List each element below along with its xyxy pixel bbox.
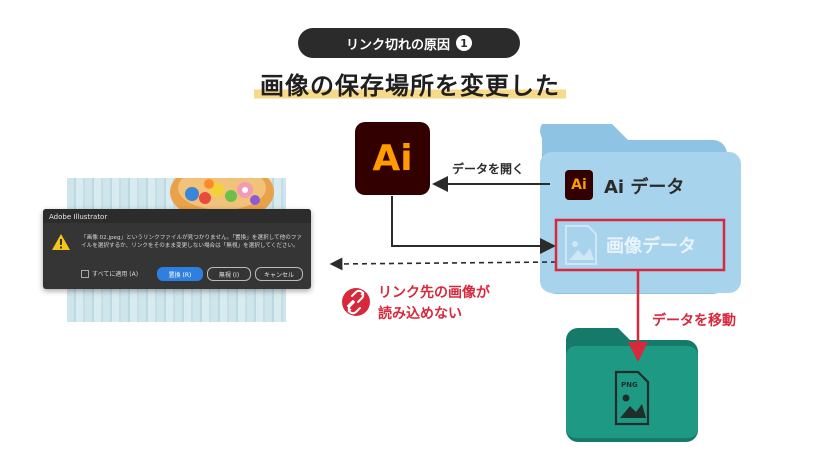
cancel-button[interactable]: キャンセル xyxy=(255,267,303,281)
checkbox-label: すべてに適用 (A) xyxy=(92,271,139,278)
ai-file-icon: Ai xyxy=(565,170,593,200)
image-file-icon xyxy=(614,370,650,426)
move-label: データを移動 xyxy=(652,313,736,329)
failed-link-arrow xyxy=(329,257,557,271)
headline: 画像の保存場所を変更した xyxy=(0,66,820,101)
destination-folder-icon xyxy=(566,328,698,442)
ai-data-label: Ai データ xyxy=(604,177,685,198)
missing-link-dialog: Adobe Illustrator 「画像 02.jpeg」というリンクファイル… xyxy=(43,209,311,289)
badge-text: リンク切れの原因 xyxy=(345,37,450,53)
badge-number: 1 xyxy=(456,35,472,51)
file-icon-label: PNG xyxy=(621,381,638,389)
broken-link-icon xyxy=(342,288,370,316)
image-file-icon-faded xyxy=(565,225,597,265)
apply-all-checkbox[interactable]: すべてに適用 (A) xyxy=(81,269,138,278)
dialog-title: Adobe Illustrator xyxy=(49,213,108,221)
error-label: リンク先の画像が 読み込めない xyxy=(378,283,490,325)
section-badge: リンク切れの原因 1 xyxy=(298,28,520,58)
image-data-label: 画像データ xyxy=(606,236,696,257)
open-label: データを開く xyxy=(452,162,525,176)
replace-button[interactable]: 置換 (R) xyxy=(157,267,203,281)
source-folder-icon xyxy=(540,124,741,294)
dialog-titlebar xyxy=(43,209,311,223)
illustrator-app-icon: Ai xyxy=(355,122,430,195)
headline-text: 画像の保存場所を変更した xyxy=(254,72,566,100)
checkbox-box[interactable] xyxy=(81,269,89,278)
link-arrow xyxy=(391,196,556,254)
missing-file-highlight xyxy=(554,218,726,272)
error-label-line1: リンク先の画像が xyxy=(378,285,490,301)
dialog-message: 「画像 02.jpeg」というリンクファイルが見つかりません。「置換」を選択して… xyxy=(81,235,303,249)
warning-icon xyxy=(52,234,70,250)
error-label-line2: 読み込めない xyxy=(378,306,462,322)
ignore-button[interactable]: 無視 (I) xyxy=(207,267,251,281)
